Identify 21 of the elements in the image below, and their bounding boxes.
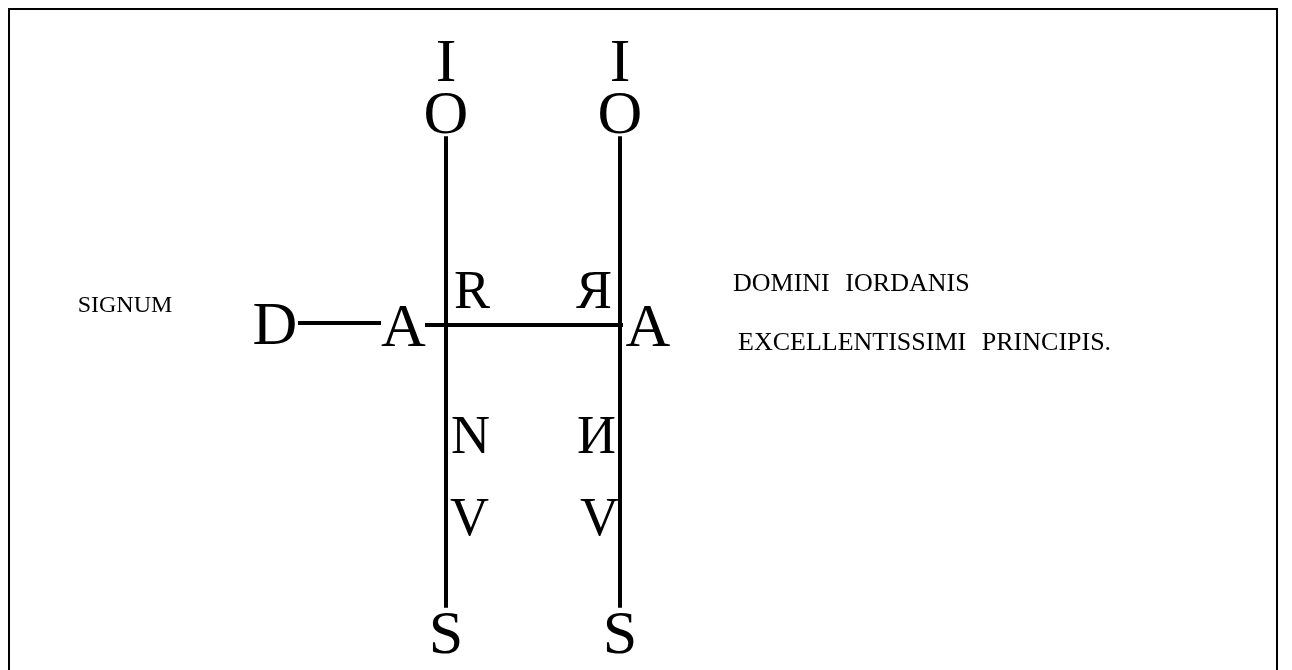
connector-line bbox=[618, 136, 622, 608]
monogram-letter: A bbox=[623, 300, 673, 350]
monogram-letter: Я bbox=[576, 268, 612, 312]
inscription-text: SIGNUM bbox=[76, 290, 174, 317]
monogram-letter: A bbox=[381, 300, 425, 350]
inscription-text: EXCELLENTISSIMI PRINCIPIS. bbox=[738, 327, 1113, 357]
monogram-letter: N bbox=[451, 413, 489, 457]
monogram-letter: I bbox=[609, 35, 631, 85]
monogram-letter: I bbox=[435, 35, 457, 85]
monogram-letter: O bbox=[423, 87, 469, 137]
monogram-letter: И bbox=[577, 413, 615, 457]
monogram-letter: S bbox=[600, 607, 640, 657]
monogram-letter: V bbox=[580, 495, 616, 539]
monogram-letter: R bbox=[454, 268, 490, 312]
connector-line bbox=[444, 136, 448, 608]
inscription-text: DOMINI IORDANIS bbox=[733, 268, 971, 298]
monogram-letter: O bbox=[597, 87, 643, 137]
monogram-letter: S bbox=[426, 607, 466, 657]
connector-line bbox=[425, 323, 623, 327]
connector-line bbox=[298, 321, 381, 325]
monogram-letter: D bbox=[252, 298, 298, 348]
